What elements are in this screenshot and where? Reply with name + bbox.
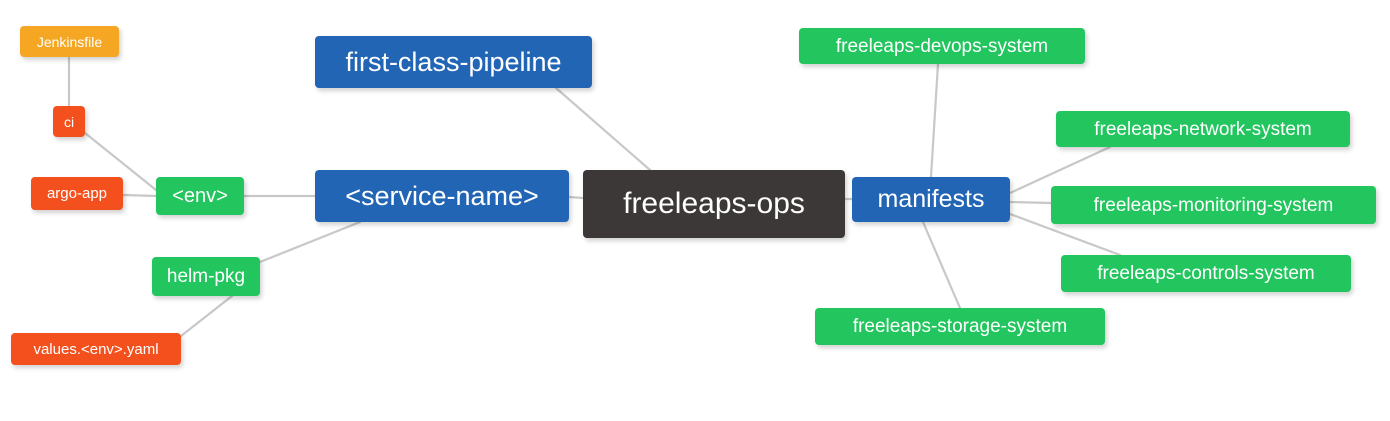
- edge-valuesyaml-helmpkg: [179, 294, 234, 338]
- mindmap-node-env[interactable]: <env>: [156, 177, 244, 215]
- mindmap-node-label: freeleaps-controls-system: [1097, 263, 1315, 284]
- edge-helmpkg-servicename: [258, 220, 362, 264]
- edge-manifests-monitoring: [1008, 200, 1053, 205]
- mindmap-node-label: <service-name>: [345, 180, 539, 211]
- mindmap-node-manifests[interactable]: manifests: [852, 177, 1010, 222]
- mindmap-node-first-class-pipeline[interactable]: first-class-pipeline: [315, 36, 592, 88]
- mindmap-node-label: freeleaps-ops: [623, 187, 805, 220]
- mindmap-node-label: Jenkinsfile: [36, 33, 103, 50]
- edge-pipeline-ops: [554, 86, 652, 172]
- mindmap-node-label: first-class-pipeline: [345, 46, 562, 77]
- edge-manifests-devops: [929, 62, 940, 179]
- mindmap-node-jenkinsfile[interactable]: Jenkinsfile: [20, 26, 119, 57]
- mindmap-node-label: values.<env>.yaml: [33, 340, 159, 358]
- mindmap-node-freeleaps-monitoring-system[interactable]: freeleaps-monitoring-system: [1051, 186, 1376, 224]
- mindmap-node-label: ci: [63, 113, 75, 130]
- mindmap-node-ci[interactable]: ci: [53, 106, 85, 137]
- mindmap-node-values-yaml[interactable]: values.<env>.yaml: [11, 333, 181, 365]
- mindmap-node-freeleaps-controls-system[interactable]: freeleaps-controls-system: [1061, 255, 1351, 292]
- mindmap-node-label: freeleaps-storage-system: [852, 316, 1068, 337]
- mindmap-node-label: helm-pkg: [166, 266, 246, 287]
- mindmap-node-label: freeleaps-monitoring-system: [1093, 194, 1334, 216]
- mindmap-node-label: <env>: [172, 185, 228, 207]
- mindmap-node-label: argo-app: [46, 185, 108, 202]
- mindmap-node-freeleaps-network-system[interactable]: freeleaps-network-system: [1056, 111, 1350, 147]
- mindmap-node-service-name[interactable]: <service-name>: [315, 170, 569, 222]
- mindmap-node-argo-app[interactable]: argo-app: [31, 177, 123, 210]
- mindmap-node-freeleaps-devops-system[interactable]: freeleaps-devops-system: [799, 28, 1085, 64]
- mindmap-node-label: freeleaps-devops-system: [835, 35, 1049, 57]
- edge-servicename-ops: [567, 195, 585, 200]
- mindmap-node-label: manifests: [877, 185, 985, 213]
- mindmap-node-freeleaps-ops[interactable]: freeleaps-ops: [583, 170, 845, 238]
- edge-argoapp-env: [121, 193, 158, 198]
- mindmap-node-label: freeleaps-network-system: [1094, 118, 1312, 140]
- mindmap-node-freeleaps-storage-system[interactable]: freeleaps-storage-system: [815, 308, 1105, 345]
- edge-manifests-storage: [921, 220, 962, 310]
- mindmap-node-helm-pkg[interactable]: helm-pkg: [152, 257, 260, 296]
